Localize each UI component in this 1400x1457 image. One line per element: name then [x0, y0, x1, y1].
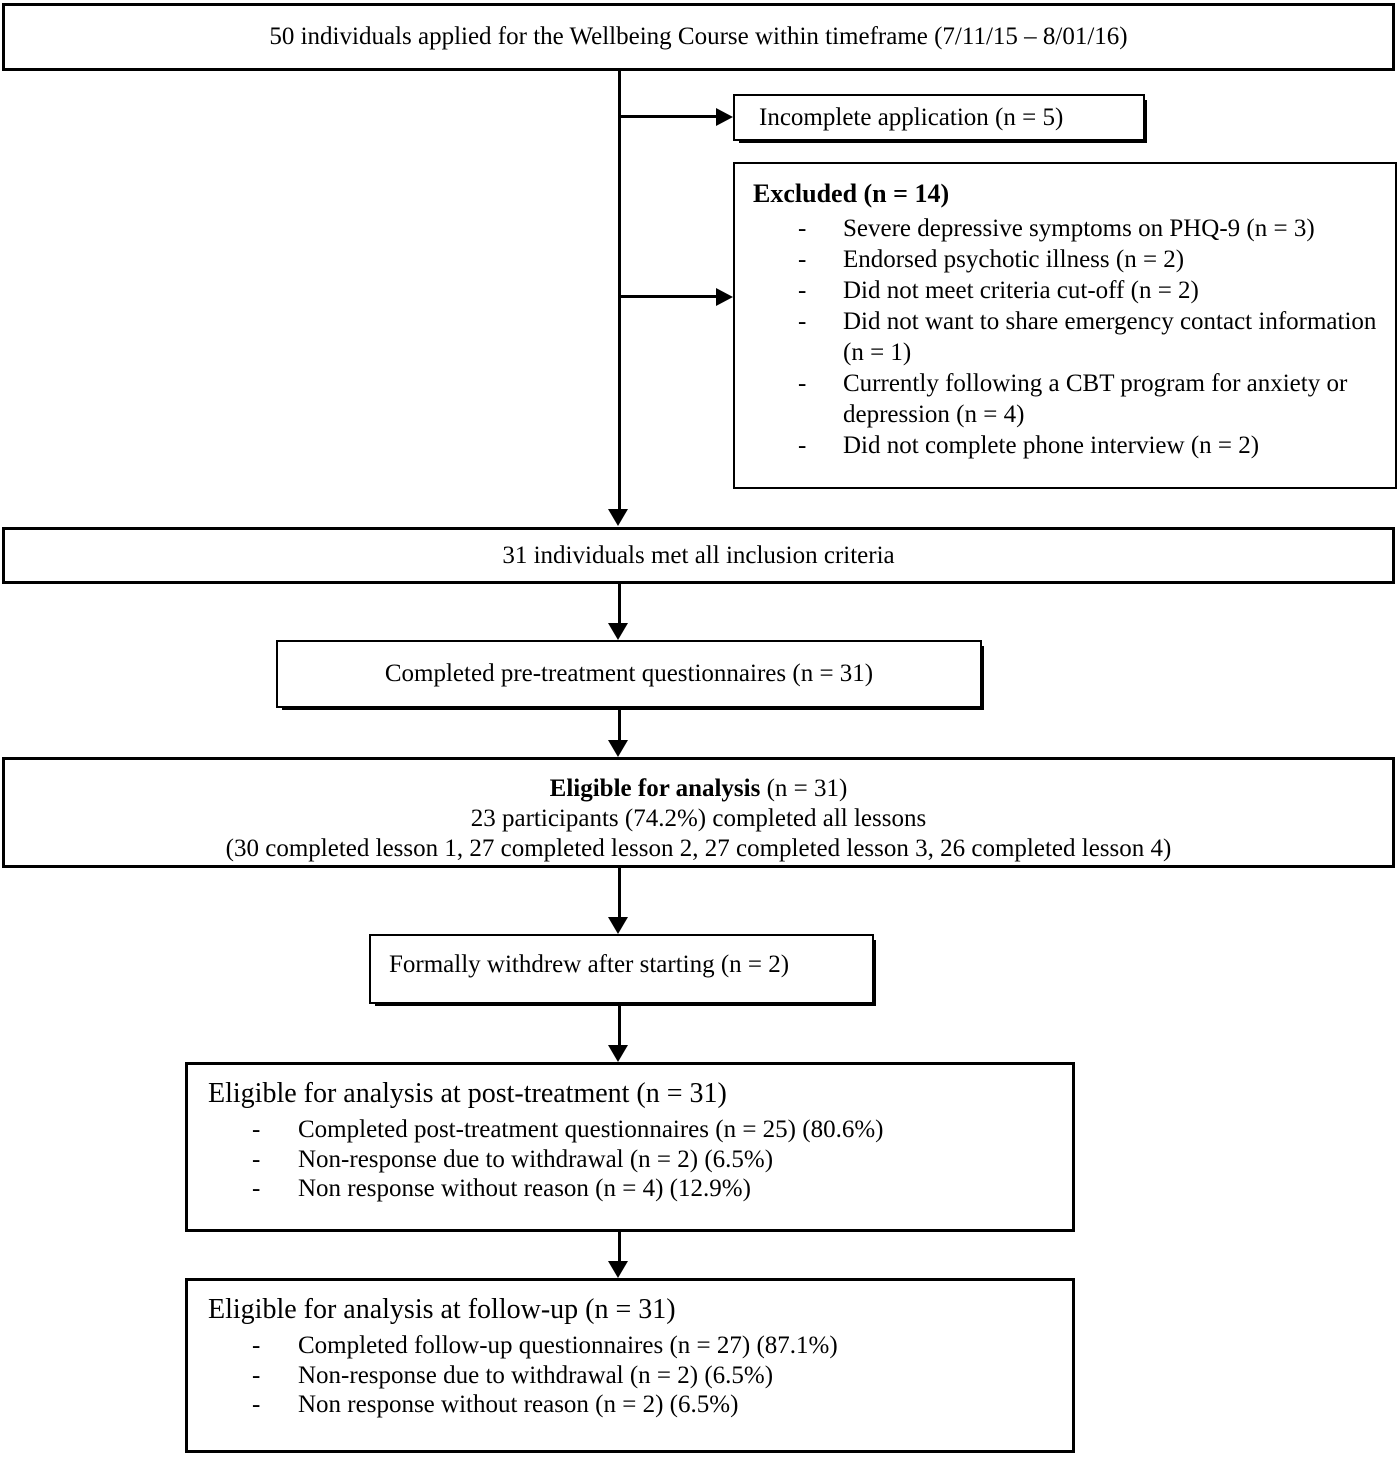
dash-marker: -	[252, 1145, 261, 1173]
followup-title: Eligible for analysis at follow-up (n = …	[208, 1294, 676, 1325]
arrowhead-to-inclusion	[608, 509, 628, 526]
dash-marker: -	[252, 1332, 261, 1359]
arrowhead-to-withdrew	[608, 917, 628, 934]
box-excluded: Excluded (n = 14) - Severe depressive sy…	[733, 162, 1397, 489]
box-inclusion-criteria: 31 individuals met all inclusion criteri…	[2, 527, 1395, 584]
dash-marker: -	[798, 370, 807, 397]
dash-marker: -	[798, 432, 807, 459]
dash-marker: -	[798, 277, 807, 304]
dash-marker: -	[798, 215, 807, 242]
incomplete-application-text: Incomplete application (n = 5)	[759, 103, 1064, 131]
branch-line-incomplete	[620, 115, 717, 118]
inclusion-criteria-text: 31 individuals met all inclusion criteri…	[502, 541, 895, 569]
posttreatment-item-text: Non-response due to withdrawal (n = 2) (…	[298, 1145, 774, 1173]
box-eligible-for-analysis: Eligible for analysis (n = 31) 23 partic…	[2, 757, 1395, 868]
arrowhead-to-excluded	[716, 288, 733, 306]
arrowhead-to-eligible	[608, 740, 628, 757]
eligible-line2: 23 participants (74.2%) completed all le…	[470, 805, 927, 832]
eligible-title-bold: Eligible for analysis	[549, 775, 761, 802]
excluded-item-text: Did not want to share emergency contact …	[843, 308, 1377, 366]
eligible-title-line: Eligible for analysis (n = 31)	[5, 774, 1392, 804]
flow-line-pretreatment-to-eligible	[618, 708, 621, 741]
dash-marker: -	[798, 246, 807, 273]
excluded-item: - Currently following a CBT program for …	[753, 368, 1381, 430]
excluded-item: - Did not meet criteria cut-off (n = 2)	[753, 275, 1381, 306]
posttreatment-item-text: Non response without reason (n = 4) (12.…	[298, 1175, 751, 1202]
excluded-item: - Severe depressive symptoms on PHQ-9 (n…	[753, 213, 1381, 244]
arrowhead-to-posttreatment	[608, 1045, 628, 1062]
posttreatment-item: - Non response without reason (n = 4) (1…	[208, 1174, 1054, 1204]
dash-marker: -	[252, 1175, 261, 1202]
followup-item-text: Non response without reason (n = 2) (6.5…	[298, 1391, 739, 1418]
excluded-item-text: Currently following a CBT program for an…	[843, 370, 1348, 428]
box-posttreatment-analysis: Eligible for analysis at post-treatment …	[185, 1062, 1075, 1232]
arrowhead-to-incomplete	[716, 108, 733, 126]
posttreatment-item-text: Completed post-treatment questionnaires …	[298, 1116, 884, 1143]
excluded-item-text: Did not complete phone interview (n = 2)	[843, 432, 1260, 459]
box-pretreatment-questionnaires: Completed pre-treatment questionnaires (…	[276, 640, 982, 708]
arrowhead-to-followup	[608, 1261, 628, 1278]
eligible-title-rest: (n = 31)	[760, 775, 848, 802]
box-incomplete-application: Incomplete application (n = 5)	[733, 94, 1145, 141]
flow-line-posttreatment-to-followup	[618, 1232, 621, 1262]
followup-item: - Completed follow-up questionnaires (n …	[208, 1331, 1054, 1361]
posttreatment-item: - Non-response due to withdrawal (n = 2)…	[208, 1145, 1054, 1175]
applied-text: 50 individuals applied for the Wellbeing…	[269, 23, 1128, 50]
excluded-item: - Endorsed psychotic illness (n = 2)	[753, 244, 1381, 275]
posttreatment-title: Eligible for analysis at post-treatment …	[208, 1078, 727, 1109]
excluded-item-text: Endorsed psychotic illness (n = 2)	[843, 246, 1185, 273]
box-applied: 50 individuals applied for the Wellbeing…	[2, 3, 1395, 71]
dash-marker: -	[252, 1391, 261, 1418]
dash-marker: -	[252, 1116, 261, 1143]
followup-item: - Non response without reason (n = 2) (6…	[208, 1390, 1054, 1420]
flow-line-eligible-to-withdrew	[618, 868, 621, 918]
box-followup-analysis: Eligible for analysis at follow-up (n = …	[185, 1278, 1075, 1453]
dash-marker: -	[798, 308, 807, 335]
excluded-item-text: Severe depressive symptoms on PHQ-9 (n =…	[843, 215, 1315, 242]
posttreatment-item: - Completed post-treatment questionnaire…	[208, 1115, 1054, 1145]
followup-item: - Non-response due to withdrawal (n = 2)…	[208, 1361, 1054, 1391]
box-formally-withdrew: Formally withdrew after starting (n = 2)	[369, 934, 874, 1004]
excluded-item-text: Did not meet criteria cut-off (n = 2)	[843, 277, 1199, 304]
flow-line-withdrew-to-posttreatment	[618, 1004, 621, 1046]
excluded-item: - Did not want to share emergency contac…	[753, 306, 1381, 368]
dash-marker: -	[252, 1361, 261, 1389]
followup-item-text: Completed follow-up questionnaires (n = …	[298, 1332, 838, 1359]
flow-line-main-vertical	[618, 71, 621, 510]
excluded-item: - Did not complete phone interview (n = …	[753, 430, 1381, 461]
excluded-heading: Excluded (n = 14)	[753, 179, 950, 208]
arrowhead-to-pretreatment	[608, 623, 628, 640]
followup-item-text: Non-response due to withdrawal (n = 2) (…	[298, 1361, 774, 1389]
branch-line-excluded	[620, 295, 717, 298]
pretreatment-text: Completed pre-treatment questionnaires (…	[384, 660, 874, 687]
eligible-line3: (30 completed lesson 1, 27 completed les…	[225, 835, 1172, 862]
withdrew-text: Formally withdrew after starting (n = 2)	[389, 951, 790, 978]
flow-line-inclusion-to-pretreatment	[618, 584, 621, 624]
